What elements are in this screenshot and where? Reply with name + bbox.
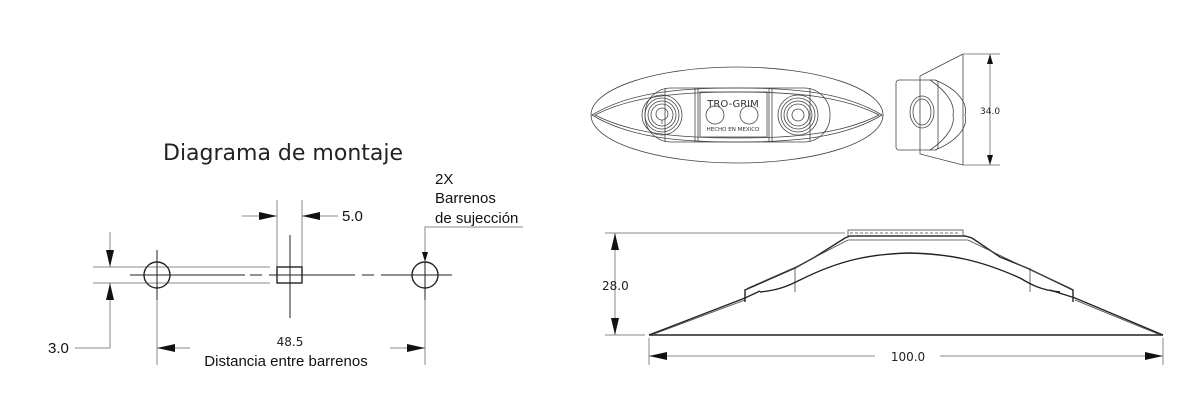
diagram-title: Diagrama de montaje: [163, 141, 403, 166]
origin-text: HECHO EN MEXICO: [707, 127, 760, 133]
dim-arrow: [611, 318, 619, 335]
end-view: 34.0: [895, 53, 1000, 166]
dim-arrow: [106, 250, 114, 267]
brand-text: TRO-GRIM: [706, 99, 758, 110]
dim-arrow: [987, 155, 993, 165]
dim-end-height: 34.0: [980, 107, 1000, 117]
dim-slot-width: 5.0: [342, 208, 363, 225]
dim-arrow: [302, 212, 320, 220]
dim-arrow: [157, 344, 175, 352]
hole-callout-line1: Barrenos: [435, 190, 496, 207]
dim-arrow: [259, 212, 277, 220]
dim-arrow: [407, 344, 425, 352]
dim-arrow: [1145, 352, 1163, 360]
dim-arrow: [649, 352, 667, 360]
top-view: TRO-GRIM HECHO EN MEXICO: [590, 66, 884, 164]
dim-hole-spacing: 48.5: [277, 335, 304, 349]
hole-callout-qty: 2X: [435, 171, 453, 188]
dim-arrow: [611, 233, 619, 250]
dim-side-length: 100.0: [891, 350, 925, 364]
side-view: 28.0 100.0: [602, 229, 1164, 365]
dim-arrow: [987, 54, 993, 64]
hole-spacing-label: Distancia entre barrenos: [204, 353, 367, 370]
dim-slot-height: 3.0: [48, 340, 69, 357]
hole-callout-line2: de sujección: [435, 210, 518, 227]
callout-leader: [424, 226, 523, 258]
dim-arrow: [106, 283, 114, 300]
mounting-diagram: Diagrama de montaje 2X Barrenos de sujec…: [48, 141, 523, 370]
callout-arrow: [422, 252, 428, 262]
dim-side-height: 28.0: [602, 279, 629, 293]
